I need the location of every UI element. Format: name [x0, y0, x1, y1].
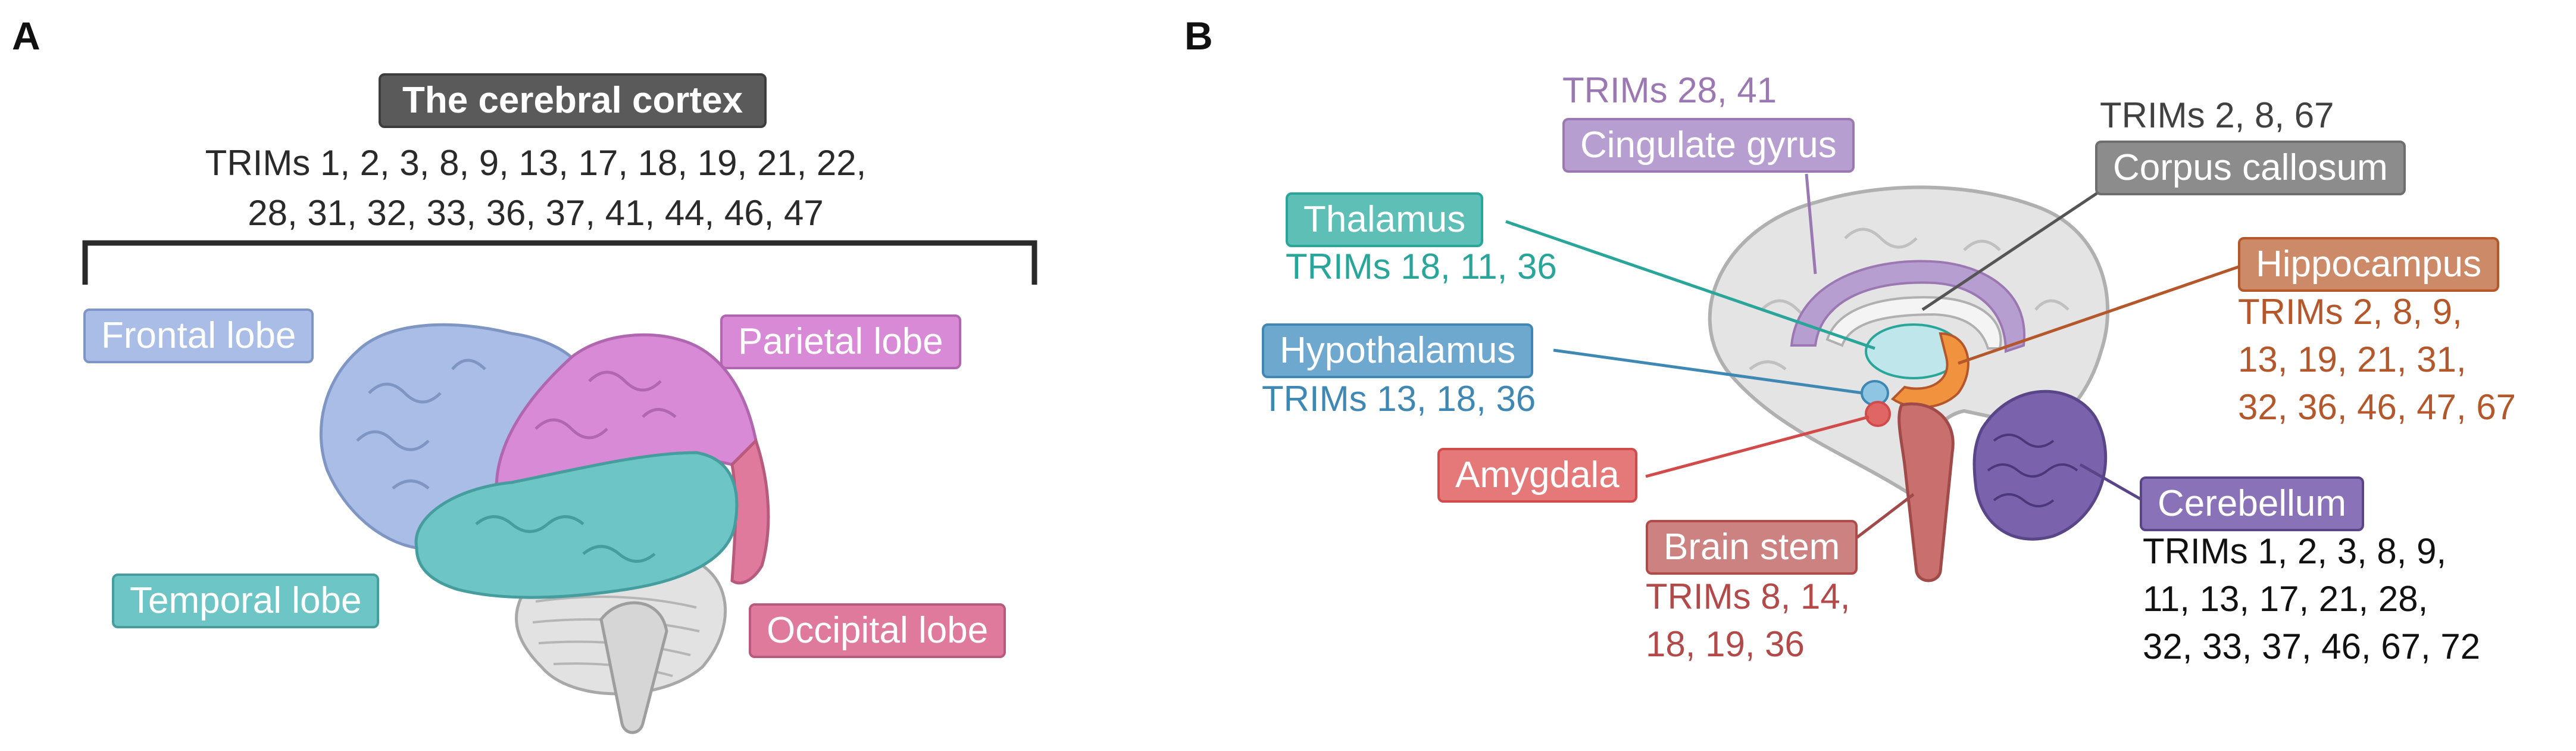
- hippocampus-leader: [1958, 263, 2244, 365]
- occipital-lobe-label: Occipital lobe: [749, 603, 1006, 658]
- thalamus-leader: [1505, 220, 1875, 350]
- hippocampus-trims-1: TRIMs 2, 8, 9,: [2238, 292, 2462, 332]
- panel-a-letter: A: [12, 14, 40, 58]
- hypothalamus-label: Hypothalamus: [1262, 323, 1534, 378]
- cingulate-trims: TRIMs 28, 41: [1562, 70, 1777, 110]
- temporal-lobe-label: Temporal lobe: [112, 574, 380, 628]
- amygdala-leader: [1645, 415, 1870, 478]
- temporal-lobe-shape: [414, 451, 739, 599]
- cingulate-gyrus-shape: [1790, 260, 2026, 353]
- cerebellum-leader: [2079, 463, 2144, 502]
- brainstem-a-shape: [599, 601, 668, 734]
- parietal-lobe-shape: [495, 333, 758, 515]
- hippocampus-trims-3: 32, 36, 46, 47, 67: [2238, 387, 2516, 427]
- sagittal-sulci: [1749, 228, 2069, 370]
- thalamus-label: Thalamus: [1286, 192, 1484, 247]
- cerebral-cortex-title: The cerebral cortex: [379, 73, 767, 128]
- brainstem-trims-2: 18, 19, 36: [1646, 624, 1805, 664]
- cerebellum-b-shape: [1972, 389, 2108, 541]
- hippocampus-label: Hippocampus: [2238, 237, 2500, 292]
- cortex-trims-text: TRIMs 1, 2, 3, 8, 9, 13, 17, 18, 19, 21,…: [149, 138, 923, 238]
- brainstem-leader: [1850, 493, 1915, 543]
- cerebellum-trims-3: 32, 33, 37, 46, 67, 72: [2143, 627, 2481, 666]
- parietal-lobe-label: Parietal lobe: [720, 314, 961, 369]
- parietal-sulci: [534, 370, 677, 440]
- corpus-trims: TRIMs 2, 8, 67: [2100, 95, 2334, 135]
- cerebellum-label: Cerebellum: [2140, 476, 2365, 531]
- frontal-sulci: [356, 359, 486, 490]
- thalamus-trims: TRIMs 18, 11, 36: [1286, 247, 1557, 286]
- temporal-sulci: [475, 515, 656, 563]
- cingulate-leader: [1805, 173, 1817, 275]
- hippocampus-trims-2: 13, 19, 21, 31,: [2238, 339, 2466, 379]
- brainstem-label: Brain stem: [1646, 520, 1858, 575]
- brainstem-b-shape: [1897, 402, 1955, 582]
- amygdala-label: Amygdala: [1437, 448, 1637, 503]
- cortex-bracket: [82, 240, 1037, 285]
- corpus-callosum-label: Corpus callosum: [2095, 141, 2406, 195]
- hypothalamus-trims: TRIMs 13, 18, 36: [1262, 379, 1536, 419]
- amygdala-shape: [1865, 401, 1891, 427]
- frontal-lobe-label: Frontal lobe: [83, 308, 314, 363]
- cerebellum-trims-1: TRIMs 1, 2, 3, 8, 9,: [2143, 531, 2447, 571]
- cerebellum-trims-2: 11, 13, 17, 21, 28,: [2143, 579, 2428, 619]
- cingulate-gyrus-label: Cingulate gyrus: [1562, 118, 1855, 173]
- brainstem-trims-1: TRIMs 8, 14,: [1646, 577, 1850, 616]
- corpus-leader: [1921, 177, 2120, 311]
- cortex-trims-line-1: TRIMs 1, 2, 3, 8, 9, 13, 17, 18, 19, 21,…: [205, 143, 867, 183]
- panel-b-letter: B: [1184, 14, 1213, 58]
- cerebellum-b-folds: [1987, 434, 2078, 507]
- hypothalamus-leader: [1553, 348, 1864, 395]
- cortex-trims-line-2: 28, 31, 32, 33, 36, 37, 41, 44, 46, 47: [248, 193, 824, 233]
